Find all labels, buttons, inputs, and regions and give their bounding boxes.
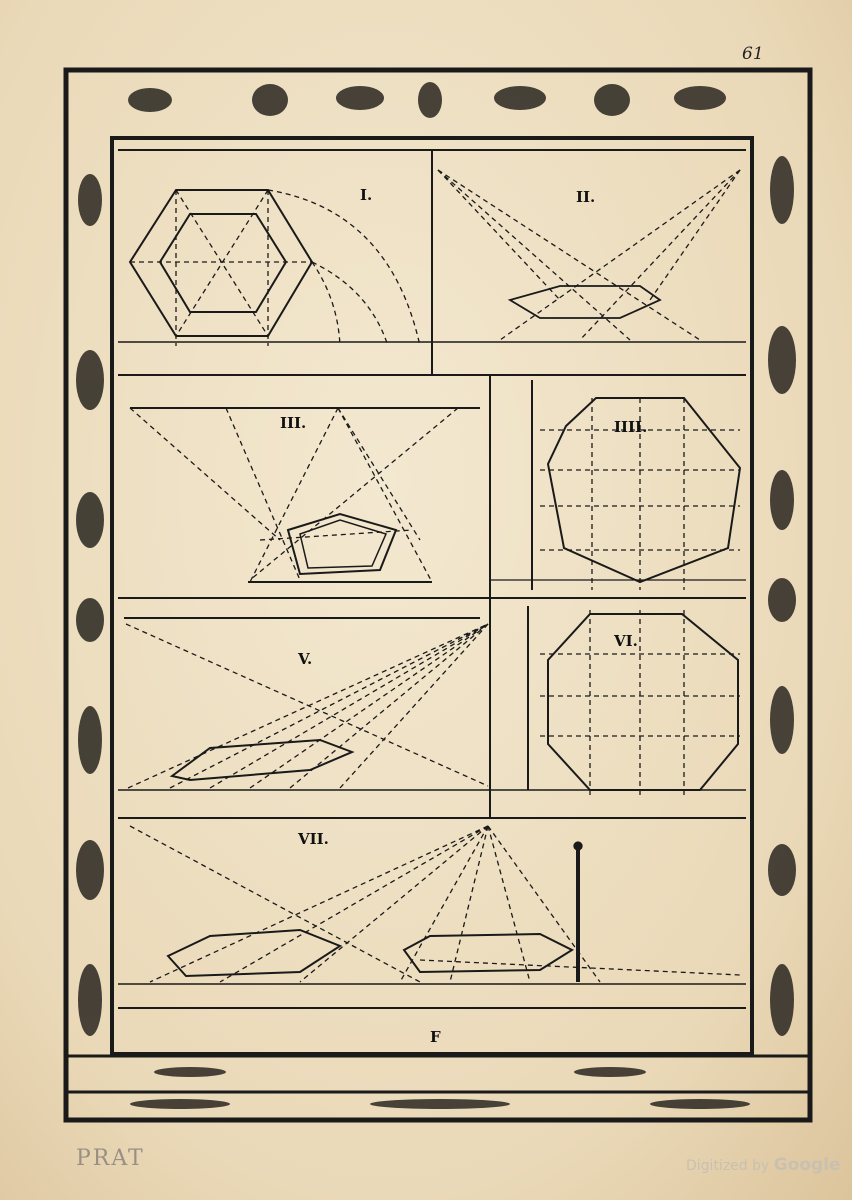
figure-two-perspective xyxy=(437,169,741,341)
figure-label-four: IIII. xyxy=(614,418,648,436)
figure-label-seven: VII. xyxy=(298,830,329,848)
figure-six-octagon xyxy=(527,606,740,798)
floral-ornaments xyxy=(76,82,796,1109)
figure-seven-perspective xyxy=(129,825,741,983)
watermark-prefix: Digitized by xyxy=(686,1158,770,1174)
figure-four-octagon xyxy=(490,380,746,590)
figure-label-one: I. xyxy=(360,186,373,204)
bleed-through-text: PRAT xyxy=(76,1146,145,1171)
watermark: Digitized by Google xyxy=(686,1155,841,1175)
figure-one-hexagon xyxy=(128,189,421,347)
figure-label-six: VI. xyxy=(614,632,638,650)
watermark-brand: Google xyxy=(773,1155,841,1175)
decorative-border xyxy=(63,67,813,1123)
figure-label-three: III. xyxy=(280,414,307,432)
figure-three-pentagon xyxy=(129,407,480,583)
figure-five-perspective xyxy=(124,617,489,789)
figure-label-five: V. xyxy=(298,650,313,668)
bottom-letter: F xyxy=(430,1028,441,1046)
panel-rules xyxy=(118,149,746,1009)
page-number: 61 xyxy=(742,44,764,64)
figure-label-two: II. xyxy=(576,188,596,206)
